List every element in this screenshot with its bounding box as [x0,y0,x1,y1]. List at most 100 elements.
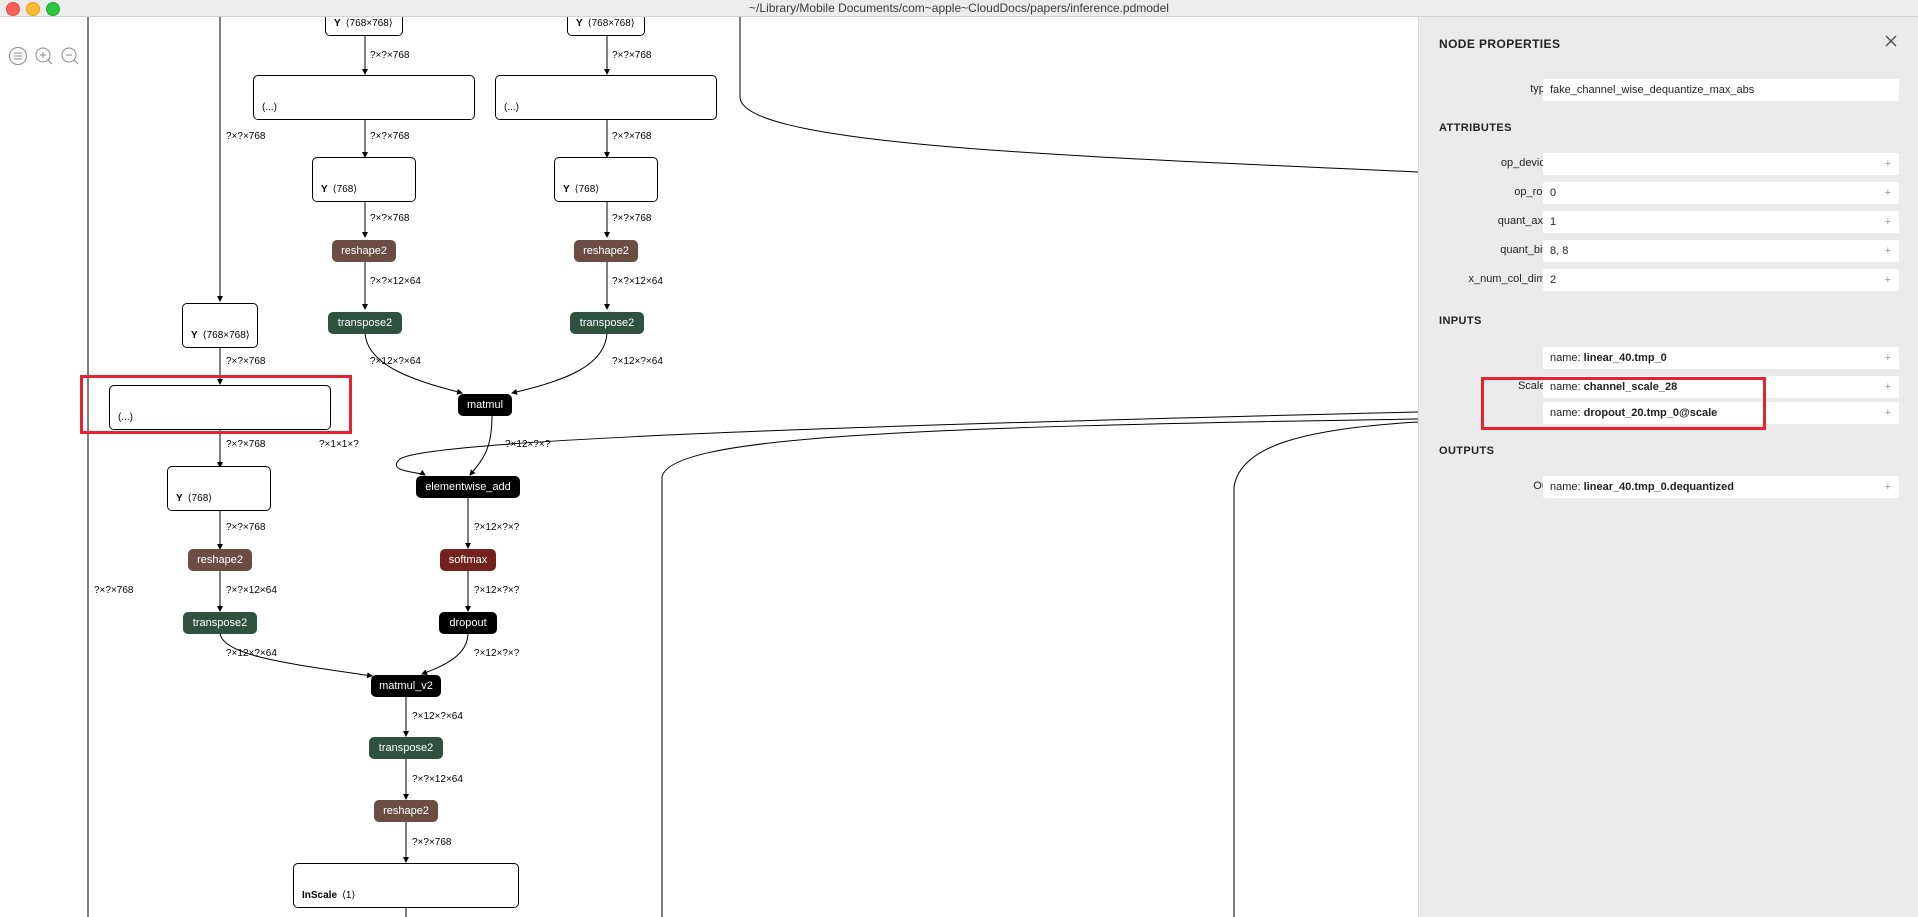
edge [1233,421,1418,917]
expand-icon[interactable]: + [1884,352,1891,364]
edge-label: ?×?×768 [370,213,410,224]
expand-icon[interactable]: + [1884,407,1891,419]
graph-node-matmul[interactable]: matmul [458,394,512,416]
graph-node-reshape2-c[interactable]: reshape2 [188,549,252,571]
close-window-button[interactable] [6,2,20,16]
edge-label: ?×?×12×64 [612,276,663,287]
graph-node-elementwise-add-d[interactable]: elementwise_add [416,476,520,498]
graph-node-dequantize-c[interactable]: fake_channel_wise_dequantize_max_abs (..… [109,385,331,430]
panel-title: NODE PROPERTIES [1439,37,1561,51]
outputs-heading: OUTPUTS [1439,445,1495,457]
edge-label: ?×12×?×64 [612,356,663,367]
expand-icon[interactable]: + [1884,216,1891,228]
attribute-value[interactable]: 8, 8+ [1543,240,1899,262]
graph-node-reshape2-a[interactable]: reshape2 [332,240,396,262]
edge-label: ?×?×768 [412,837,452,848]
edge-label: ?×?×768 [226,356,266,367]
attribute-value[interactable]: 1+ [1543,211,1899,233]
edge-label: ?×12×?×? [474,522,520,533]
attributes-heading: ATTRIBUTES [1439,122,1512,134]
attribute-name: quant_axis [1497,215,1551,227]
graph-node-top-b[interactable]: Y⟨768×768⟩ [567,17,645,36]
attribute-value[interactable]: 0+ [1543,182,1899,204]
expand-icon[interactable]: + [1884,381,1891,393]
input-name: Scales [1517,380,1551,392]
graph-node-elementwise-add-c[interactable]: elementwise_add Y⟨768⟩ [167,466,271,511]
edge-label: ?×?×768 [226,522,266,533]
edge-label: ?×?×768 [226,131,266,142]
zoom-window-button[interactable] [46,2,60,16]
graph-node-transpose2-d[interactable]: transpose2 [369,737,443,759]
graph-node-elementwise-add-b[interactable]: elementwise_add Y⟨768⟩ [554,157,658,202]
edge-label: ?×1×1×? [319,439,359,450]
graph-node-transpose2-c[interactable]: transpose2 [183,612,257,634]
edge [364,330,463,395]
input-row: name: dropout_20.tmp_0@scale+ [1419,402,1918,424]
graph-node-softmax[interactable]: softmax [440,549,496,571]
output-value[interactable]: name: linear_40.tmp_0.dequantized+ [1543,476,1899,498]
attribute-name: op_role [1514,186,1551,198]
edge-label: ?×?×12×64 [412,774,463,785]
attribute-name: quant_bits [1500,244,1551,256]
attribute-name: op_device [1500,157,1551,169]
graph-node-top-a[interactable]: Y⟨768×768⟩ [325,17,403,36]
input-row: Scales name: channel_scale_28+ [1419,376,1918,398]
inputs-heading: INPUTS [1439,315,1482,327]
edge-label: ?×12×?×64 [412,711,463,722]
edge-label: ?×?×12×64 [370,276,421,287]
graph-node-reshape2-d[interactable]: reshape2 [374,800,438,822]
attribute-name: x_num_col_dims [1468,273,1551,285]
close-icon[interactable] [1881,31,1901,51]
graph-node-transpose2-b[interactable]: transpose2 [570,312,644,334]
expand-icon[interactable]: + [1884,245,1891,257]
input-value[interactable]: name: linear_40.tmp_0+ [1543,347,1899,369]
edge-label: ?×?×768 [612,131,652,142]
expand-icon[interactable]: + [1884,481,1891,493]
graph-node-dropout[interactable]: dropout [439,612,497,634]
edge [396,411,1418,476]
zoom-out-icon[interactable] [60,46,80,71]
sidebar-toggle-icon[interactable] [8,46,28,71]
scales-highlight [1481,377,1766,430]
edge-label: ?×12×?×64 [226,648,277,659]
output-row: Out name: linear_40.tmp_0.dequantized+ [1419,476,1918,498]
zoom-in-icon[interactable] [34,46,54,71]
attribute-row: quant_bits 8, 8+ [1419,240,1918,262]
edge-label: ?×?×768 [370,131,410,142]
graph-node-dequantize-b[interactable]: fake_channel_wise_dequantize_max_abs (..… [495,75,717,120]
property-value[interactable]: fake_channel_wise_dequantize_max_abs [1543,79,1899,101]
edge [511,330,608,395]
edge-label: ?×?×768 [370,50,410,61]
input-value[interactable]: name: channel_scale_28+ [1543,376,1899,398]
graph-node-fake-quantize[interactable]: fake_quantize_moving_average_abs_max InS… [293,863,519,908]
expand-icon[interactable]: + [1884,274,1891,286]
edge [219,632,373,679]
edge-label: ?×?×768 [612,50,652,61]
graph-node-reshape2-b[interactable]: reshape2 [574,240,638,262]
edge-label: ?×12×?×? [474,648,520,659]
graph-node-elementwise-add-a[interactable]: elementwise_add Y⟨768⟩ [312,157,416,202]
graph-node-dequantize-a[interactable]: fake_channel_wise_dequantize_max_abs (..… [253,75,475,120]
edge [469,414,493,476]
edge [739,17,1418,173]
graph-node-transpose2-a[interactable]: transpose2 [328,312,402,334]
edge [661,418,1418,917]
attribute-row: op_device + [1419,153,1918,175]
minimize-window-button[interactable] [26,2,40,16]
attribute-row: op_role 0+ [1419,182,1918,204]
graph-node-matmul-v2-b[interactable]: matmul_v2 [371,675,441,697]
edge-label: ?×?×768 [94,585,134,596]
attribute-row: x_num_col_dims 2+ [1419,269,1918,291]
expand-icon[interactable]: + [1884,187,1891,199]
attribute-value[interactable]: + [1543,153,1899,175]
input-row: X name: linear_40.tmp_0+ [1419,347,1918,369]
edge-label: ?×?×768 [226,439,266,450]
input-value[interactable]: name: dropout_20.tmp_0@scale+ [1543,402,1899,424]
attribute-row: quant_axis 1+ [1419,211,1918,233]
edge-label: ?×12×?×? [505,439,551,450]
expand-icon[interactable]: + [1884,158,1891,170]
attribute-value[interactable]: 2+ [1543,269,1899,291]
graph-node-matmul-v2-a[interactable]: matmul_v2 Y⟨768×768⟩ [182,303,258,348]
window-title: ~/Library/Mobile Documents/com~apple~Clo… [749,1,1169,15]
graph-canvas[interactable]: Y⟨768×768⟩ Y⟨768×768⟩ fake_channel_wise_… [0,17,1418,917]
